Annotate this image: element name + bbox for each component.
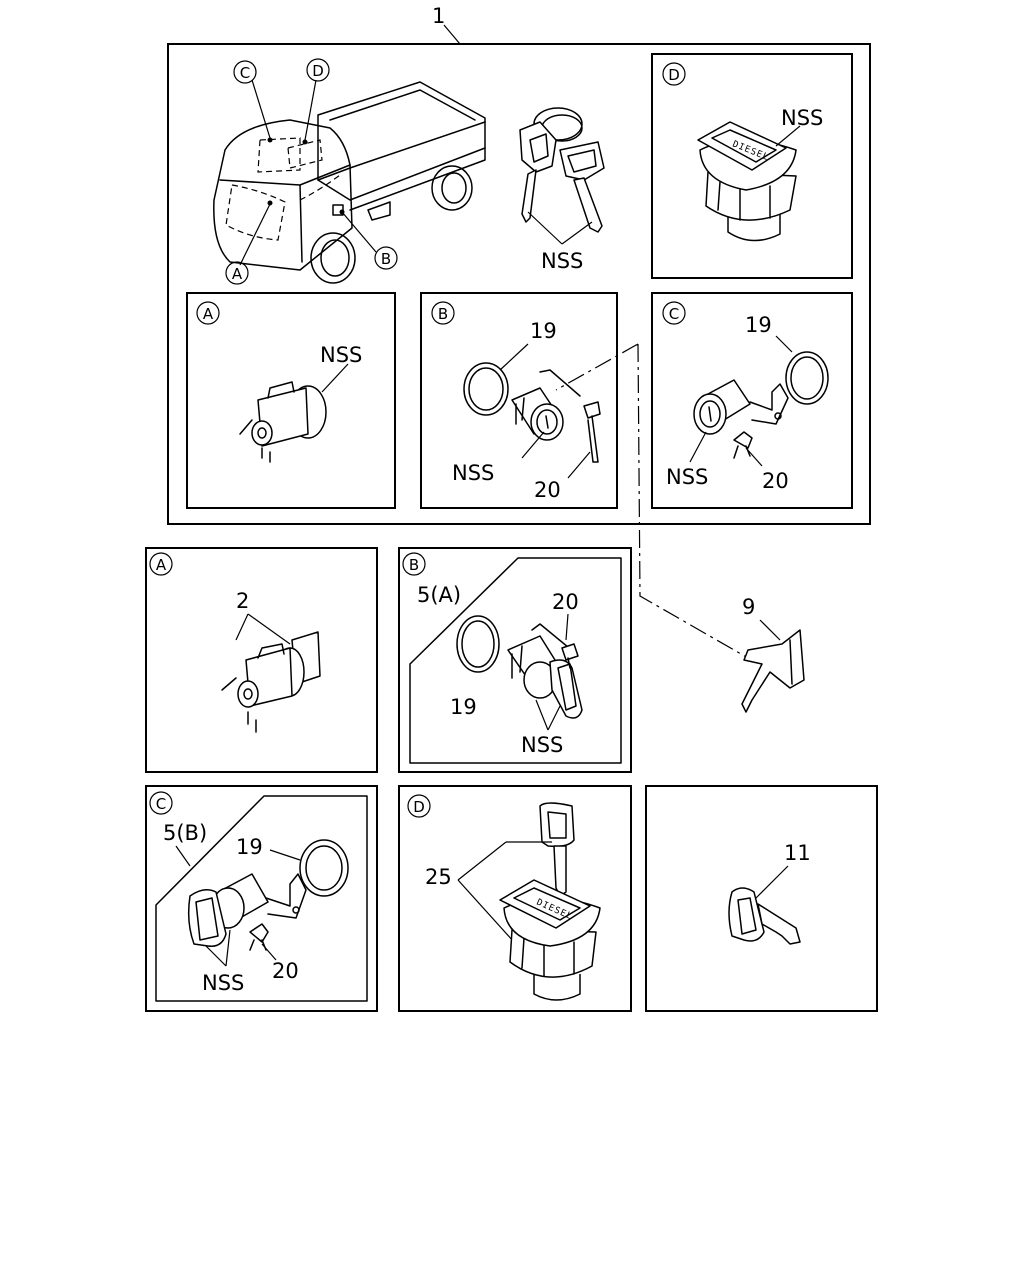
seal-ring-part	[785, 351, 829, 405]
callout-letter: A	[232, 265, 243, 283]
panel-d-fuel-cap: D 25 DIESEL	[398, 785, 632, 1012]
callout-d: D	[306, 58, 330, 82]
part-20-label: 20	[552, 590, 579, 614]
panel-letter: A	[203, 305, 214, 323]
callout-letter: B	[381, 250, 391, 268]
panel-c-nss-label: NSS	[666, 465, 708, 489]
callout-c: C	[233, 60, 257, 84]
ignition-switch-part	[221, 631, 321, 733]
callout-b: B	[374, 246, 398, 270]
sub-assembly-outline	[155, 795, 368, 1002]
panel-b-19-label: 19	[530, 319, 557, 343]
seal-ring-part	[456, 615, 500, 673]
part-19-label: 19	[450, 695, 477, 719]
panel-b-nss-label: NSS	[452, 461, 494, 485]
panel-letter: A	[156, 556, 167, 574]
panel-key: 11	[645, 785, 878, 1012]
part-5a-label: 5(A)	[417, 583, 461, 607]
key-part	[728, 887, 801, 945]
retainer-clip-part	[733, 431, 753, 459]
part-9-leader	[555, 343, 749, 659]
callout-letter: D	[312, 62, 324, 80]
door-lock-cylinder-part	[511, 369, 581, 441]
inner-panel-d: D DIESEL NSS	[651, 53, 853, 279]
retainer-clip-part	[249, 923, 269, 951]
panel-b-20-label: 20	[534, 478, 561, 502]
nss-label: NSS	[521, 733, 563, 757]
inner-panel-b: B 19 NSS 20	[420, 292, 618, 509]
key-nss-label: NSS	[541, 249, 583, 273]
panel-b-door-lock: B 5(A) 19 20 NSS	[398, 547, 632, 773]
door-lock-cylinder-part	[693, 379, 789, 435]
inner-panel-a: A NSS	[186, 292, 396, 509]
panel-letter: D	[413, 798, 425, 816]
panel-c-20-label: 20	[762, 469, 789, 493]
seal-ring-part	[463, 362, 509, 416]
fuel-cap-key-part	[539, 802, 575, 897]
lock-set-assembly: 1	[167, 4, 871, 525]
part-25-label: 25	[425, 865, 452, 889]
retainer-clip-part	[583, 401, 601, 463]
panel-a-ignition: A 2	[145, 547, 378, 773]
part-9-label: 9	[742, 595, 755, 619]
ignition-cylinder-part	[239, 381, 327, 463]
panel-d-nss-label: NSS	[781, 106, 823, 130]
fuel-cap-part: DIESEL	[697, 121, 797, 242]
seal-ring-part	[299, 839, 349, 897]
part-2-label: 2	[236, 589, 249, 613]
panel-letter: C	[669, 305, 679, 323]
retainer-clip-part	[561, 643, 579, 669]
part-11-label: 11	[784, 841, 811, 865]
part-19-label: 19	[236, 835, 263, 859]
panel-c-19-label: 19	[745, 313, 772, 337]
door-lock-cylinder-part	[187, 873, 307, 947]
panel-letter: B	[409, 556, 419, 574]
panel-letter: B	[438, 305, 448, 323]
door-lock-cylinder-part	[507, 623, 583, 719]
part-20-label: 20	[272, 959, 299, 983]
callout-letter: C	[240, 64, 250, 82]
key-set: NSS	[519, 107, 605, 273]
panel-letter: C	[156, 795, 166, 813]
fuel-cap-part: DIESEL	[499, 879, 601, 1001]
panel-letter: D	[668, 66, 680, 84]
nss-label: NSS	[202, 971, 244, 995]
leader-line	[443, 24, 461, 45]
part-9-bracket: 9	[741, 595, 805, 713]
sub-assembly-outline	[409, 557, 622, 764]
truck-illustration	[213, 79, 486, 284]
inner-panel-c: C 19 NSS 20	[651, 292, 853, 509]
assembly-frame	[167, 43, 871, 525]
panel-c-door-lock: C 5(B) 19 NSS 20	[145, 785, 378, 1012]
panel-a-nss-label: NSS	[320, 343, 362, 367]
callout-a: A	[225, 261, 249, 285]
part-5b-label: 5(B)	[163, 821, 207, 845]
part-1-label: 1	[432, 4, 445, 28]
